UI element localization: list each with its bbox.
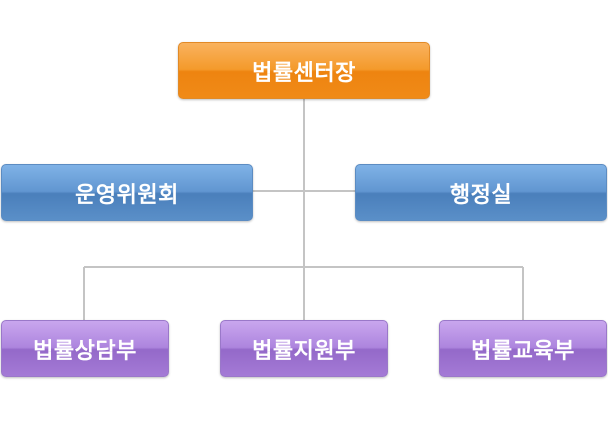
node-administration-office-label: 행정실 (449, 182, 513, 208)
node-administration-office: 행정실 (355, 164, 607, 221)
node-steering-committee: 운영위원회 (1, 164, 253, 221)
node-center-director-label: 법률센터장 (252, 60, 356, 86)
node-legal-education-dept-label: 법률교육부 (471, 338, 575, 364)
node-legal-support-dept: 법률지원부 (220, 320, 388, 377)
node-steering-committee-label: 운영위원회 (75, 182, 179, 208)
node-legal-education-dept: 법률교육부 (439, 320, 607, 377)
node-legal-counseling-dept-label: 법률상담부 (33, 338, 137, 364)
node-legal-counseling-dept: 법률상담부 (1, 320, 169, 377)
node-center-director: 법률센터장 (178, 42, 430, 99)
node-legal-support-dept-label: 법률지원부 (252, 338, 356, 364)
